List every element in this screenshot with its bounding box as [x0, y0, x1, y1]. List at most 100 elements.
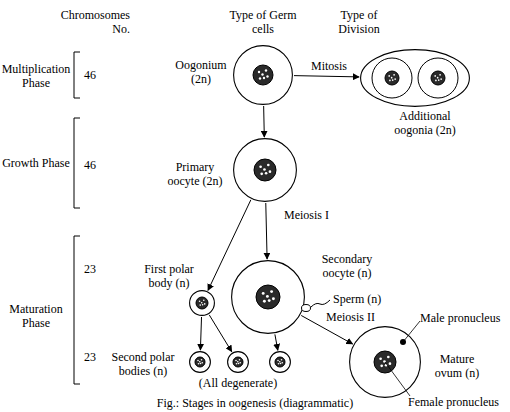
chromatin-dot [439, 74, 441, 76]
nucleus [431, 71, 445, 85]
phase-bracket [74, 118, 80, 208]
cell-node: Additional oogonia (2n) [360, 49, 470, 107]
annotation-label: Multiplication Phase [0, 62, 72, 90]
cell-outline [233, 45, 293, 105]
cell-outline [349, 326, 421, 398]
chromatin-dot [279, 361, 281, 363]
chromatin-dot [281, 359, 283, 361]
cell-label: Mature ovum (n) [426, 352, 488, 380]
arrow-connector [209, 315, 231, 352]
leader-line [403, 321, 420, 342]
chromatin-dot [383, 360, 386, 363]
chromatin-dot [387, 356, 390, 359]
annotation-label: Maturation Phase [0, 302, 72, 330]
annotation-label: Type of Germ cells [223, 8, 303, 36]
chromatin-dot [202, 304, 204, 306]
chromatin-dot [200, 363, 202, 365]
chromatin-dot [393, 74, 395, 76]
chromatin-dot [263, 300, 266, 303]
cell-outline [233, 138, 297, 202]
cell-label: Sperm (n) [333, 292, 381, 306]
chromatin-dot [268, 299, 271, 302]
annotation-label: Female pronucleus [408, 395, 499, 409]
cell-membrane [350, 327, 421, 398]
nucleus [195, 357, 205, 367]
arrow-connector [275, 334, 278, 350]
male-pronucleus-dot [400, 339, 406, 345]
phase-bracket [74, 52, 80, 98]
chromatin-dot [278, 363, 280, 365]
cell-outline [269, 351, 291, 373]
chromatin-dot [259, 77, 261, 79]
chromatin-dot [239, 359, 241, 361]
chromatin-dot [204, 303, 206, 305]
chromatin-dot [277, 360, 279, 362]
chromatin-dot [269, 170, 272, 173]
cell-node: First polar body (n) [189, 290, 215, 316]
annotation-label: Growth Phase [0, 156, 72, 170]
cell-label: First polar body (n) [138, 262, 200, 290]
sperm-head [302, 305, 311, 312]
cell-node [269, 351, 291, 373]
cell-outline [189, 290, 215, 316]
chromatin-dot [199, 304, 201, 306]
chromatin-dot [440, 78, 442, 80]
cell-membrane [361, 50, 470, 107]
division-label: Meiosis I [284, 208, 329, 222]
cell-node: (All degenerate) [227, 351, 249, 373]
chromatin-dot [392, 79, 394, 81]
division-label: Mitosis [311, 59, 347, 73]
chromatin-dot [389, 80, 391, 82]
annotation-label: 46 [84, 158, 96, 172]
arrow-connector [208, 200, 251, 291]
cell-node: Mature ovum (n) [349, 326, 421, 398]
cell-outline [301, 304, 311, 312]
cell-membrane [190, 352, 211, 373]
chromatin-dot [437, 77, 439, 79]
oogonium-cell [418, 58, 458, 98]
cell-outline [231, 260, 305, 334]
nucleus [256, 285, 280, 309]
cell-node: Sperm (n) [301, 304, 311, 312]
chromatin-dot [385, 364, 388, 367]
cell-membrane [228, 352, 249, 373]
chromatin-dot [237, 361, 239, 363]
chromatin-dot [262, 292, 265, 295]
division-label: Meiosis II [326, 310, 375, 324]
cell-label: Primary oocyte (2n) [160, 160, 230, 188]
cell-outline [360, 49, 470, 107]
chromatin-dot [258, 71, 260, 73]
chromatin-dot [236, 363, 238, 365]
cell-label: Additional oogonia (2n) [385, 109, 465, 137]
oogonium-cell [372, 58, 412, 98]
annotation-label: 23 [84, 350, 96, 364]
cell-outline [227, 351, 249, 373]
chromatin-dot [388, 75, 390, 77]
cell-node: Oogonium (2n) [233, 45, 293, 105]
chromatin-dot [260, 173, 263, 176]
annotation-label: Male pronucleus [420, 311, 500, 325]
chromatin-dot [201, 362, 203, 364]
nucleus [385, 71, 399, 85]
cell-membrane [270, 352, 291, 373]
arrow-connector [294, 76, 359, 77]
chromatin-dot [281, 362, 283, 364]
chromatin-dot [389, 362, 392, 365]
annotation-label: Chromosomes No. [50, 8, 130, 36]
chromatin-dot [235, 360, 237, 362]
nucleus [233, 357, 243, 367]
arrow-connector [263, 106, 265, 137]
arrow-connector [200, 317, 201, 350]
nucleus [374, 351, 396, 373]
chromatin-dot [435, 80, 437, 82]
annotation-label: 46 [84, 68, 96, 82]
cell-label: (All degenerate) [188, 376, 288, 390]
chromatin-dot [198, 363, 200, 365]
chromatin-dot [267, 164, 270, 167]
cell-node: Second polar bodies (n) [189, 351, 211, 373]
chromatin-dot [239, 362, 241, 364]
chromatin-dot [266, 75, 268, 77]
cell-label: Second polar bodies (n) [105, 350, 181, 378]
chromatin-dot [201, 302, 203, 304]
